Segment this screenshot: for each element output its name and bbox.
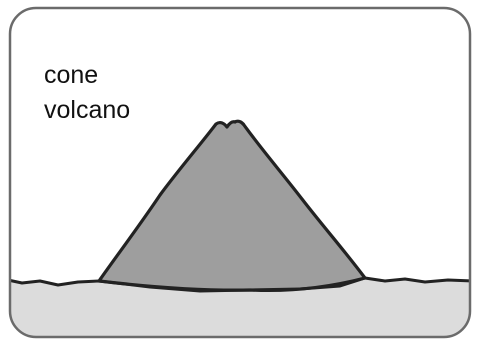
ground-area: [10, 278, 470, 337]
ground-surface-line: [10, 276, 470, 293]
frame-border: [8, 6, 472, 339]
diagram-label-line-1: cone: [44, 61, 98, 89]
diagram-label-line-2: volcano: [44, 96, 130, 124]
